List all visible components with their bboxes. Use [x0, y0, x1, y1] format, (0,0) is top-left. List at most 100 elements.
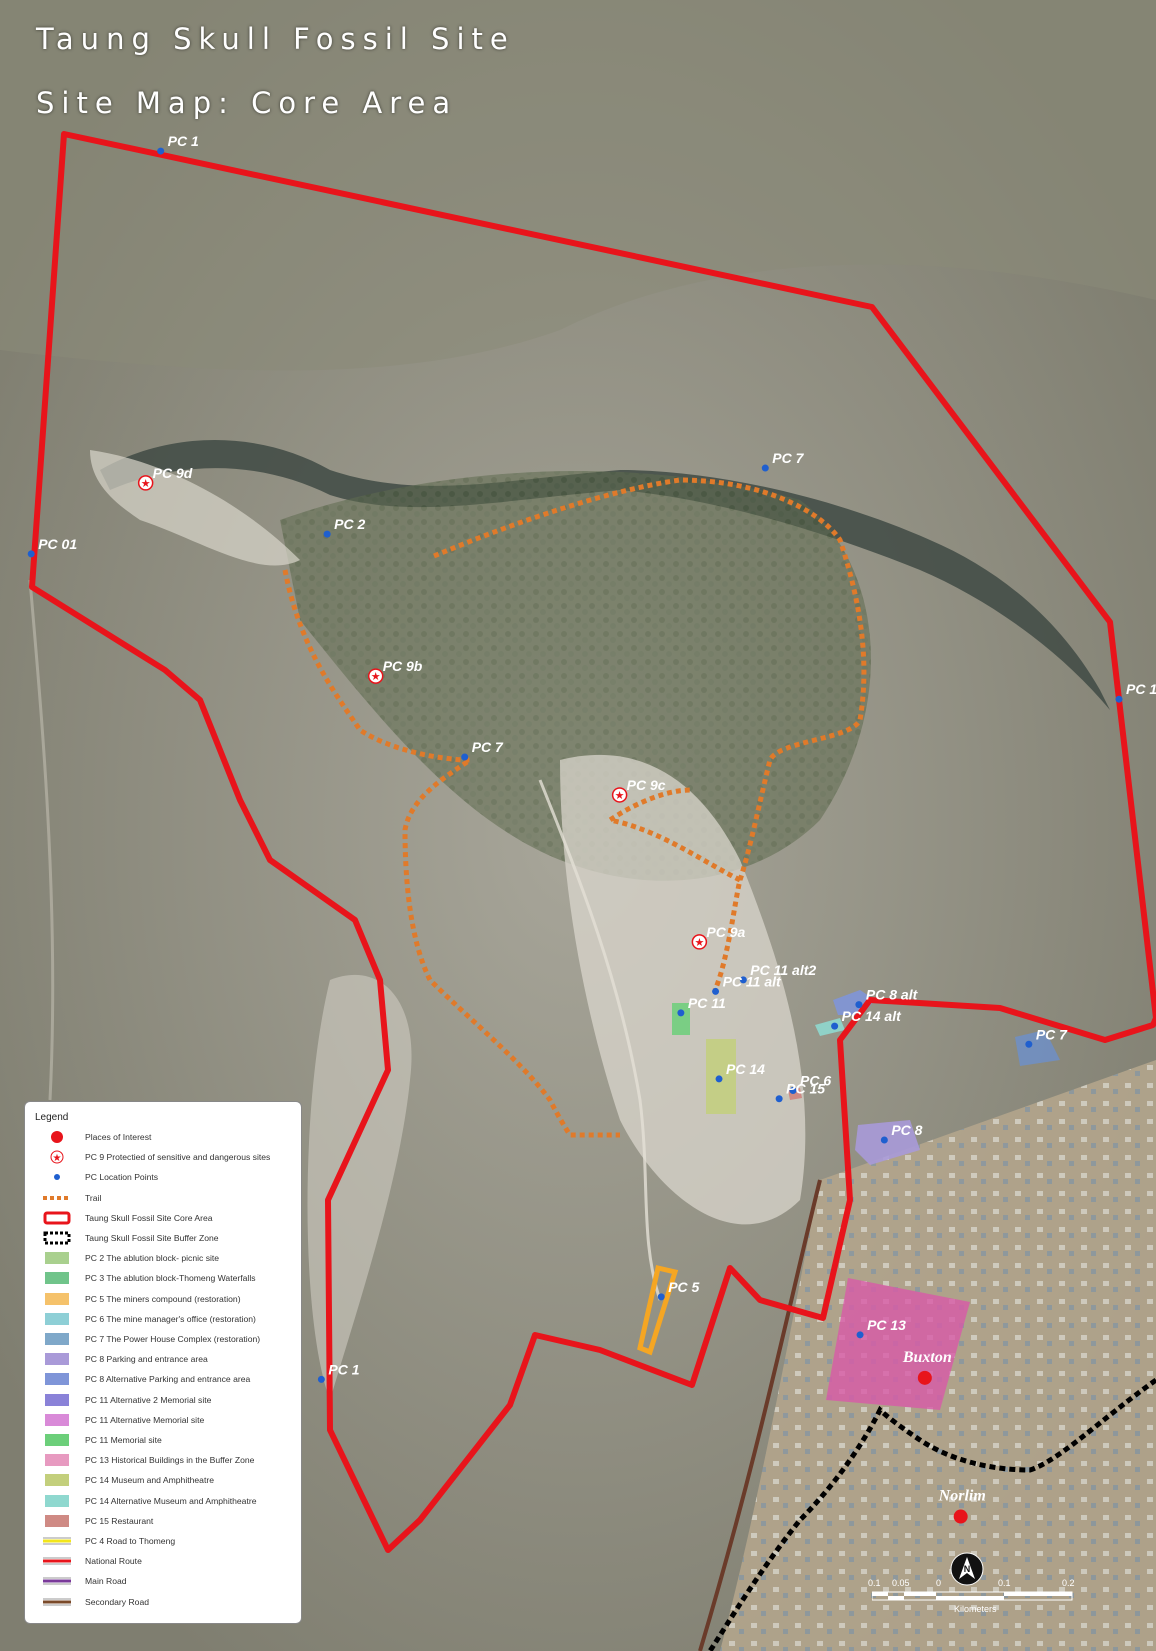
legend-item: PC 11 Alternative 2 Memorial site — [25, 1391, 301, 1409]
pc-location-point: PC 13 — [856, 1317, 906, 1339]
pc-point-marker — [789, 1086, 797, 1094]
legend-label: PC 7 The Power House Complex (restoratio… — [85, 1334, 261, 1344]
legend-symbol — [41, 1191, 73, 1205]
pc-location-point: PC 01 — [27, 536, 77, 558]
legend-label: National Route — [85, 1556, 142, 1567]
legend-symbol — [41, 1271, 73, 1285]
gravel-road — [538, 779, 662, 1301]
place-marker — [917, 1370, 932, 1385]
legend-item: PC 15 Restaurant — [25, 1512, 301, 1530]
scale-unit: Kilometers — [954, 1604, 997, 1614]
pc-point-marker — [1115, 695, 1123, 703]
scale-bar-graphic — [872, 1591, 1073, 1601]
point-label: PC 7 — [772, 450, 804, 466]
protected-site-point: ★PC 9a — [691, 924, 746, 950]
star-icon: ★ — [615, 789, 625, 802]
pc-location-point: PC 6 — [789, 1072, 831, 1094]
core-area-boundary — [29, 131, 1156, 1553]
legend-item: PC 5 The miners compound (restoration) — [25, 1290, 301, 1308]
legend-symbol — [41, 1231, 73, 1245]
pc7-power-house-area — [1015, 1030, 1060, 1066]
legend-label: PC 9 Protectied of sensitive and dangero… — [85, 1152, 271, 1163]
legend-label: PC 3 The ablution block-Thomeng Waterfal… — [85, 1273, 256, 1284]
secondary-road — [698, 1179, 822, 1651]
legend-label: PC 11 Memorial site — [85, 1435, 162, 1445]
legend-symbol — [41, 1312, 73, 1326]
legend-symbol — [41, 1453, 73, 1467]
scale-tick: 0 — [936, 1578, 942, 1588]
pc14-alt-museum-area — [815, 1018, 845, 1036]
star-icon: ★ — [371, 670, 381, 683]
legend-item: PC 11 Memorial site — [25, 1431, 301, 1449]
pc-point-marker — [880, 1136, 888, 1144]
legend-label: PC 8 Alternative Parking and entrance ar… — [85, 1374, 251, 1385]
buffer-zone-boundary — [707, 1377, 1156, 1651]
legend-symbol — [41, 1130, 73, 1144]
legend-symbol — [41, 1494, 73, 1508]
protected-site-marker — [691, 934, 708, 950]
pc-location-point: PC 14 alt — [831, 1008, 902, 1030]
legend-label: PC 11 Alternative 2 Memorial site — [85, 1394, 212, 1405]
legend-symbol — [41, 1595, 73, 1609]
pc-location-point: PC 1 — [317, 1361, 360, 1383]
legend-item: ★PC 9 Protectied of sensitive and danger… — [25, 1148, 301, 1166]
legend-label: Taung Skull Fossil Site Buffer Zone — [85, 1233, 219, 1243]
legend-item: PC 14 Museum and Amphitheatre — [25, 1471, 301, 1489]
point-label: PC 9a — [706, 924, 745, 940]
legend-item: Taung Skull Fossil Site Core Area — [25, 1209, 301, 1227]
point-label: PC 11 alt — [723, 973, 782, 989]
legend-item: PC 6 The mine manager's office (restorat… — [25, 1310, 301, 1328]
river-gorge — [100, 440, 1110, 710]
legend-label: PC 14 Museum and Amphitheatre — [85, 1475, 214, 1486]
legend-symbol — [41, 1292, 73, 1306]
point-label: PC 9d — [153, 465, 193, 481]
point-label: PC 9c — [627, 777, 666, 793]
legend-label: Main Road — [85, 1576, 127, 1587]
legend-item: PC 3 The ablution block-Thomeng Waterfal… — [25, 1269, 301, 1287]
pc-location-point: PC 7 — [1025, 1026, 1068, 1048]
legend-label: Trail — [85, 1192, 102, 1203]
pc-point-marker — [855, 1001, 863, 1009]
limestone-quarry — [560, 754, 806, 1225]
legend-item: PC 7 The Power House Complex (restoratio… — [25, 1330, 301, 1348]
scale-tick: 0.1 — [998, 1578, 1011, 1588]
point-label: PC 1 — [328, 1361, 359, 1377]
legend-symbol — [41, 1170, 73, 1184]
legend-title: Legend — [35, 1112, 69, 1123]
legend-symbol — [41, 1393, 73, 1407]
point-label: PC 11 alt2 — [750, 962, 816, 978]
legend-label: PC 11 Alternative Memorial site — [85, 1414, 205, 1425]
pc5-miners-compound-area — [637, 1264, 679, 1356]
legend-label: PC 2 The ablution block- picnic site — [85, 1253, 220, 1264]
pc-point-marker — [715, 1075, 723, 1083]
point-label: PC 11 — [688, 995, 726, 1011]
legend-item: PC 2 The ablution block- picnic site — [25, 1249, 301, 1267]
legend-symbol — [41, 1514, 73, 1528]
scale-tick: 0.05 — [892, 1578, 910, 1588]
legend-symbol — [41, 1352, 73, 1366]
legend-label: PC 4 Road to Thomeng — [85, 1536, 176, 1546]
pc-point-marker — [677, 1009, 685, 1017]
point-label: PC 14 — [726, 1061, 765, 1077]
point-label: PC 9b — [383, 658, 423, 674]
point-label: PC 1 — [168, 133, 199, 149]
star-icon: ★ — [141, 477, 151, 490]
protected-site-marker — [137, 475, 154, 491]
pc-point-marker — [157, 147, 165, 155]
legend-item: PC 8 Alternative Parking and entrance ar… — [25, 1370, 301, 1388]
protected-site-marker — [367, 668, 384, 684]
pc-location-point: PC 8 — [880, 1122, 923, 1144]
map-title: Taung Skull Fossil Site — [36, 22, 515, 56]
pc-location-point: PC 1 — [157, 133, 199, 155]
legend-item: PC 4 Road to Thomeng — [25, 1532, 301, 1550]
legend-item: Main Road — [25, 1572, 301, 1590]
legend-label: Taung Skull Fossil Site Core Area — [85, 1212, 213, 1223]
trail-line — [282, 477, 867, 1138]
protected-site-marker — [611, 787, 628, 803]
point-label: PC 14 alt — [842, 1008, 902, 1024]
pc13-historical-buildings-area — [826, 1278, 970, 1410]
legend-item: PC Location Points — [25, 1168, 301, 1186]
protected-site-point: ★PC 9c — [611, 777, 666, 803]
pc-location-point: PC 7 — [761, 450, 805, 472]
